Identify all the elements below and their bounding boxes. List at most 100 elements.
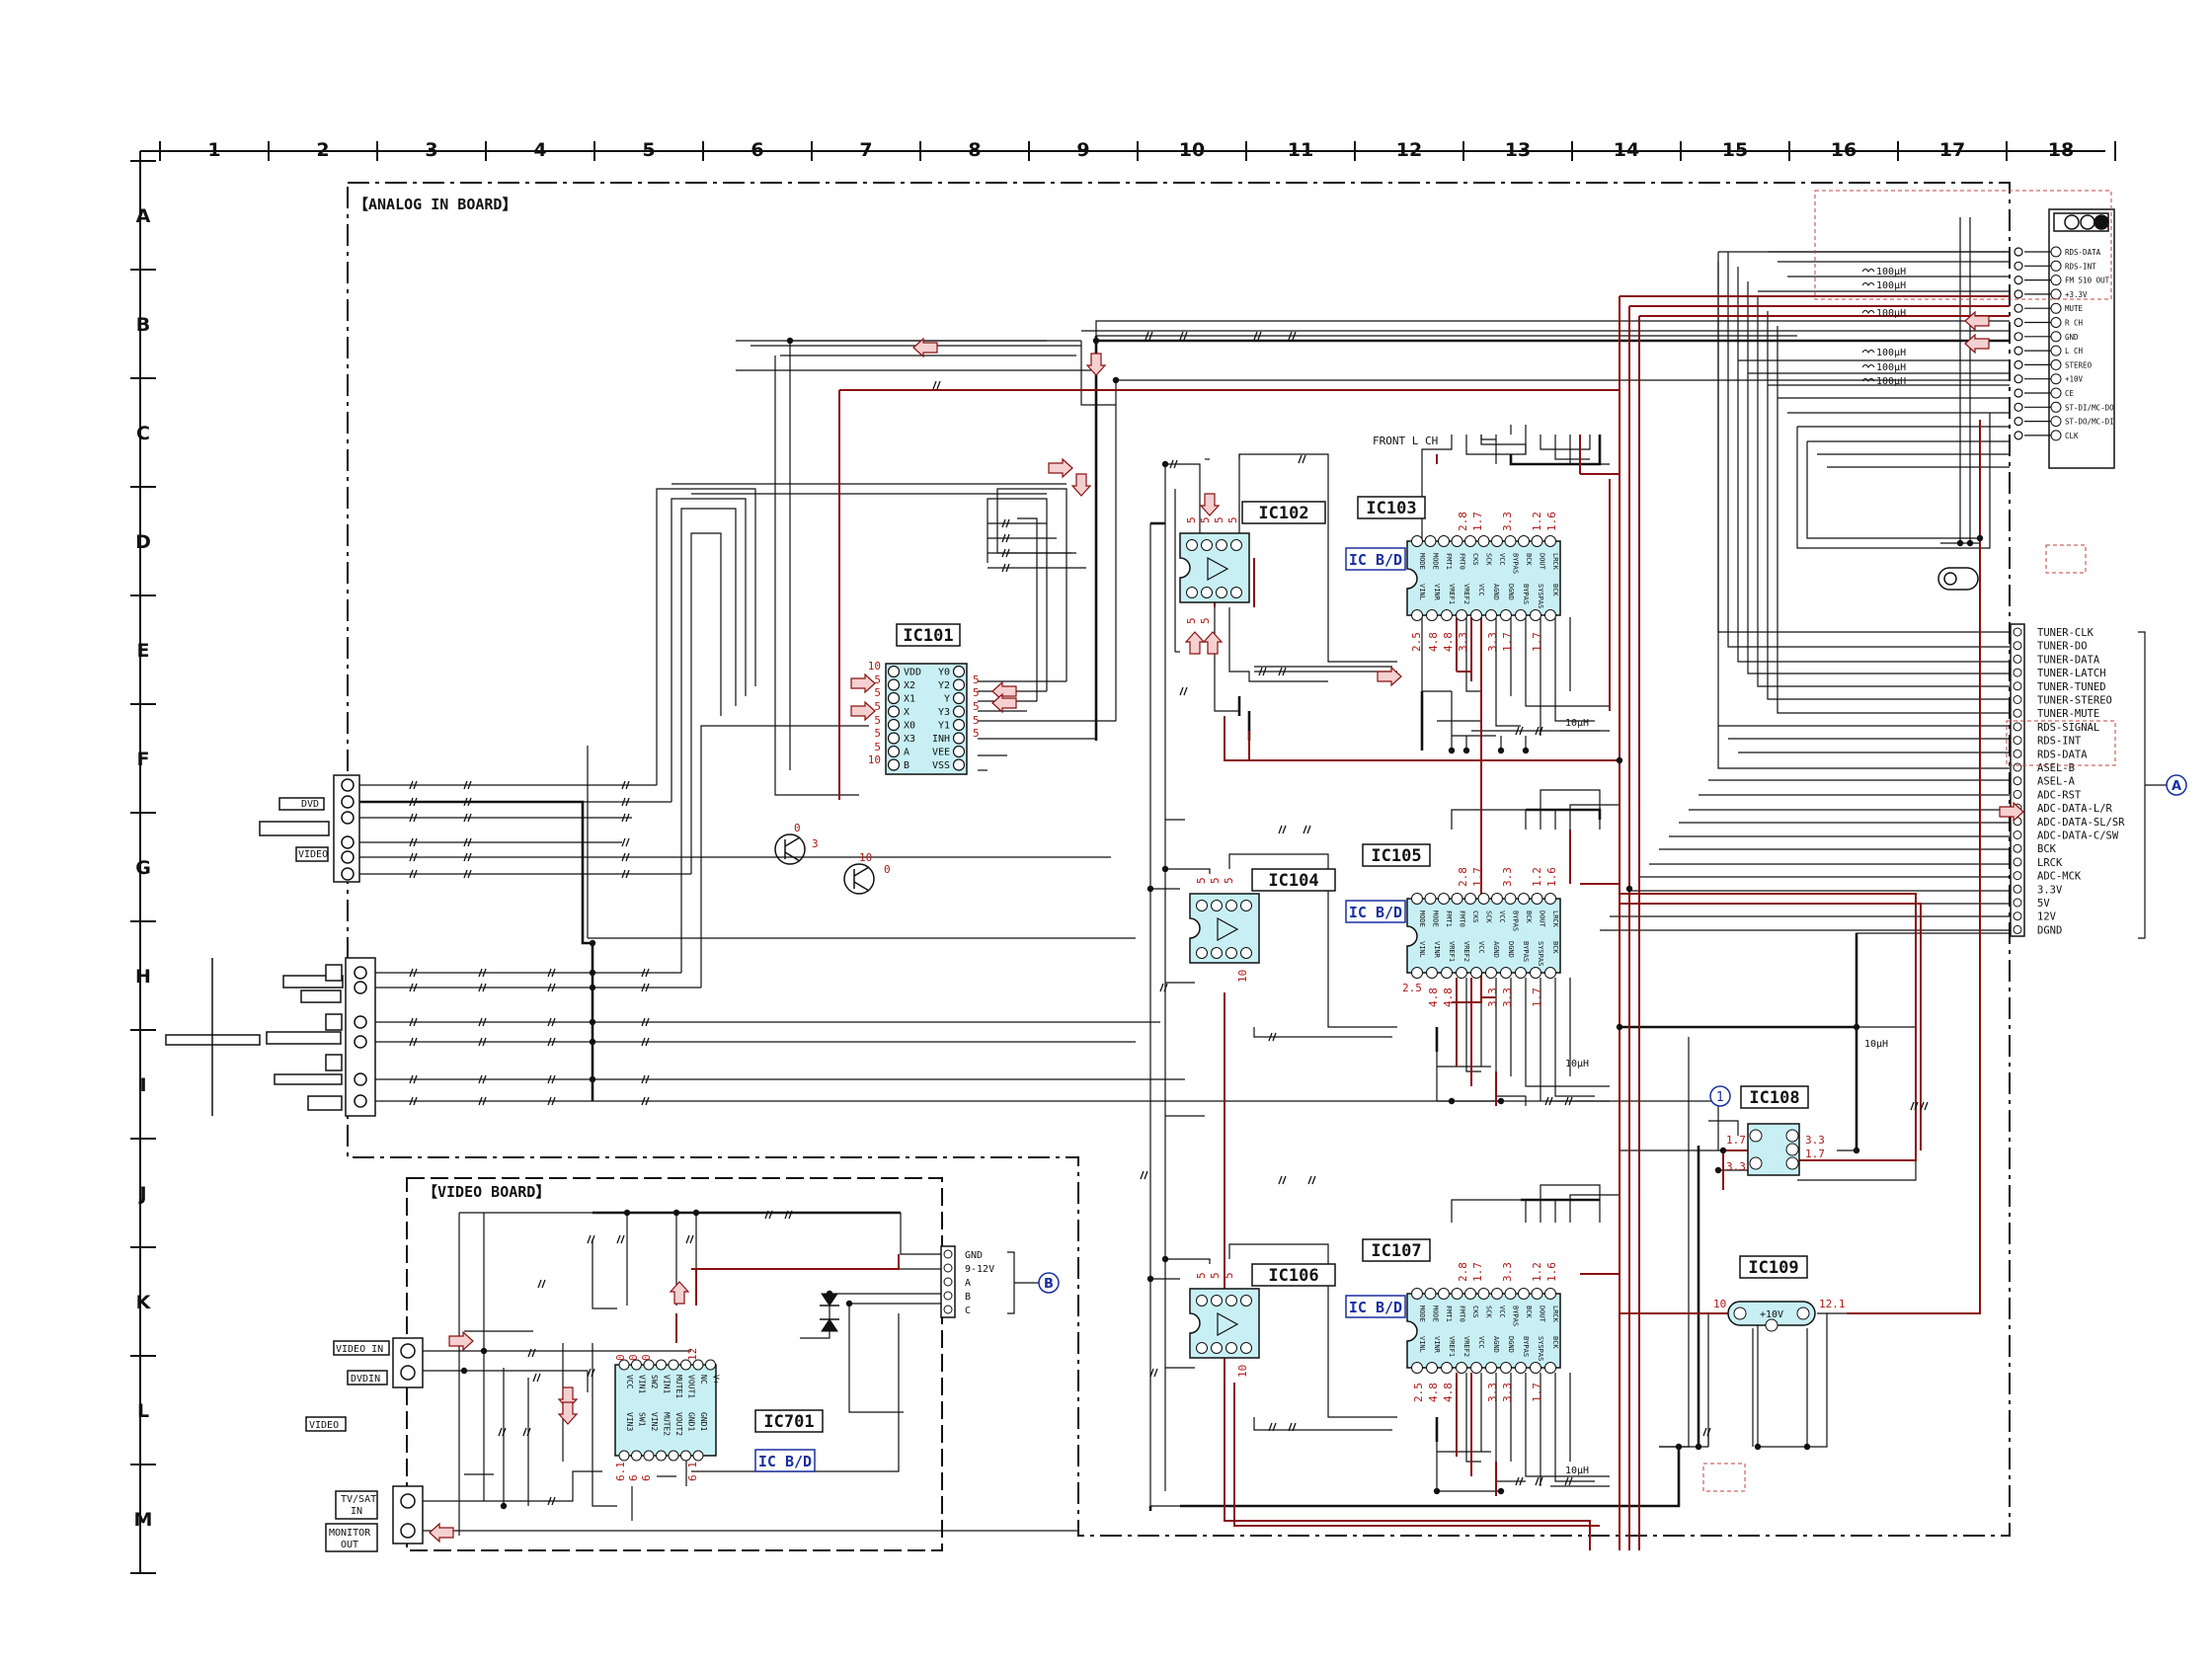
component-tick [1272,1032,1277,1042]
adc-pin [1464,535,1476,547]
junction-dot [1853,1023,1860,1031]
tuner-pin [2050,401,2062,413]
component-tick [1268,1032,1273,1042]
ic701-pin-label: VIN1 [638,1375,647,1393]
component-tick [1515,726,1520,736]
adc-pin-label: VINR [1433,1336,1441,1354]
component-tick [645,1074,650,1084]
opamp-pin [1216,587,1227,598]
connector-a-pin-label: ASEL-A [2037,776,2076,788]
component-tick [551,1074,556,1084]
video-label: VIDEO [298,849,328,860]
inductor-label-ic105: 10μH [1565,1059,1589,1069]
adc-pin [1424,535,1437,547]
junction-dot [1522,747,1530,754]
component-tick [641,983,646,992]
opamp-pin [1211,900,1223,911]
voltage-label: 5 [874,714,881,727]
opamp-chip [1189,893,1260,964]
component-tick [620,1234,625,1244]
component-tick [932,380,937,390]
signal-arrow [1202,631,1224,655]
connector-a-pin-label: TUNER-MUTE [2037,708,2099,720]
tuner-pin-label: MUTE [2065,304,2084,313]
inductor-symbol [1861,269,1875,273]
junction-dot [589,1075,596,1083]
analog-in-board-outline [347,182,2011,1537]
ic701-chip [614,1364,717,1457]
component-tick [1282,1175,1287,1185]
junction-dot [1448,747,1456,754]
adc-pin-label: VINR [1433,584,1441,601]
opamp-pin [1225,947,1237,959]
ic101-pin-label: Y1 [938,721,950,732]
component-tick [1910,1101,1915,1111]
opamp-symbol [1207,556,1229,582]
signal-arrows [429,310,2024,1544]
junction-dot [1112,376,1120,384]
grid-col-label: 17 [1939,139,1965,161]
component-tick [1706,1427,1711,1437]
adc-pin-label: MODE [1418,1306,1426,1322]
component-tick [547,1096,552,1106]
grid-col-label: 2 [316,139,329,161]
component-tick [413,1017,418,1027]
tuner-pin [2050,416,2062,428]
adc-pin-label: BCK [1551,941,1559,954]
inductor-symbol [1861,310,1875,314]
voltage-label: 5 [874,741,881,753]
component-tick [551,968,556,978]
opamp-pin [1196,1295,1208,1307]
inductor-label: 100μH [1876,267,1906,277]
junction-dot [1497,1487,1505,1495]
voltage-label: 5 [1199,516,1212,523]
connector-b-pin-label: GND [965,1250,983,1261]
voltage-label: 10 [1713,1298,1726,1310]
connector-a-pin [2013,695,2022,704]
ic101-label: IC101 [903,626,953,646]
tuner-connector-pin [2014,276,2023,285]
ic101-pin-label: X3 [904,734,915,745]
component-tick [1005,518,1010,528]
ic101-pin [887,691,901,705]
opamp-pin [1216,539,1227,551]
junction-dot [1754,1443,1762,1451]
wiring-black-thick [356,336,2010,1511]
signal-arrow [850,673,876,694]
ic701-pin [668,1359,679,1371]
voltage-label: 4.8 [1442,632,1455,652]
junction-dot [1976,534,1984,542]
adc-pin-label: DGND [1507,941,1515,958]
connector-a-pin-label: TUNER-DO [2037,641,2088,653]
component-tick [547,1074,552,1084]
junction-dot [845,1300,853,1307]
opamp-body [1189,893,1260,964]
tuner-connector-pin [2014,332,2023,342]
component-tick [621,797,626,807]
adc-pin [1515,1362,1527,1374]
junction-dot [1497,1097,1505,1105]
voltage-label: 5 [973,727,980,740]
component-tick [482,968,487,978]
grid-row-label: B [136,314,150,336]
junction-dot [1803,1443,1811,1451]
opamp-pin [1196,900,1208,911]
ic701-pin [668,1450,679,1462]
adc-pin [1470,967,1482,979]
component-tick [413,1037,418,1047]
component-tick [625,780,630,790]
voltage-label: 3.3 [1486,632,1499,652]
adc-body [1406,898,1561,974]
adc-pin [1544,893,1556,905]
adc-pin [1530,609,1541,621]
tuner-connector-pin [2014,388,2023,398]
ic701-pin [631,1359,642,1371]
inductor-label-ic108: 10μH [1864,1039,1888,1050]
adc-pin [1500,967,1512,979]
ic101-pin-label: X [904,707,909,718]
opamp-body [1179,532,1250,603]
adc-pin [1485,609,1497,621]
opamp-pin [1201,539,1213,551]
